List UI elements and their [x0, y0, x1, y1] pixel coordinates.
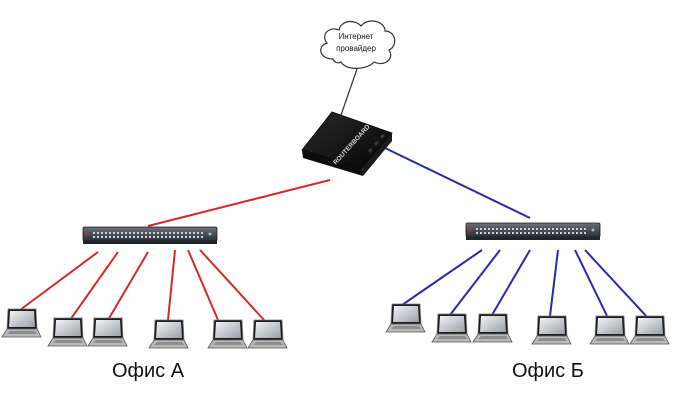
laptop-icon: [472, 313, 513, 343]
uplink-cable: [339, 65, 359, 119]
cloud-icon: [320, 20, 396, 69]
office-a-access-cables: [19, 249, 265, 321]
switch-icon: [82, 226, 218, 245]
laptop-icon: [385, 303, 426, 333]
laptop-icon: [207, 319, 248, 349]
laptop-icon: [148, 319, 189, 349]
internet-provider-cloud: Интернет провайдер: [320, 20, 396, 69]
office-a-laptops: [1, 308, 288, 349]
laptop-icon: [431, 313, 472, 343]
laptop-icon: [589, 315, 630, 345]
cloud-label-line1: Интернет: [339, 32, 374, 41]
router: ROUTERBOARD: [301, 111, 393, 176]
laptop-icon: [47, 317, 88, 347]
laptop-icon: [531, 315, 572, 345]
office-b-laptops: [385, 303, 670, 345]
cloud-label-line2: провайдер: [336, 44, 376, 53]
office-a-label: Офис А: [112, 360, 185, 382]
laptop-icon: [247, 319, 288, 349]
office-a-trunk-cable: [147, 179, 331, 227]
laptop-icon: [629, 315, 670, 345]
laptop-icon: [1, 308, 42, 338]
office-b-switch: [465, 222, 601, 241]
switch-icon: [465, 222, 601, 241]
office-b-access-cables: [401, 249, 649, 319]
office-b-label: Офис Б: [512, 360, 584, 382]
router-icon: [301, 111, 393, 176]
laptop-icon: [87, 317, 128, 347]
office-b-trunk-cable: [384, 147, 531, 219]
office-a-switch: [82, 226, 218, 245]
